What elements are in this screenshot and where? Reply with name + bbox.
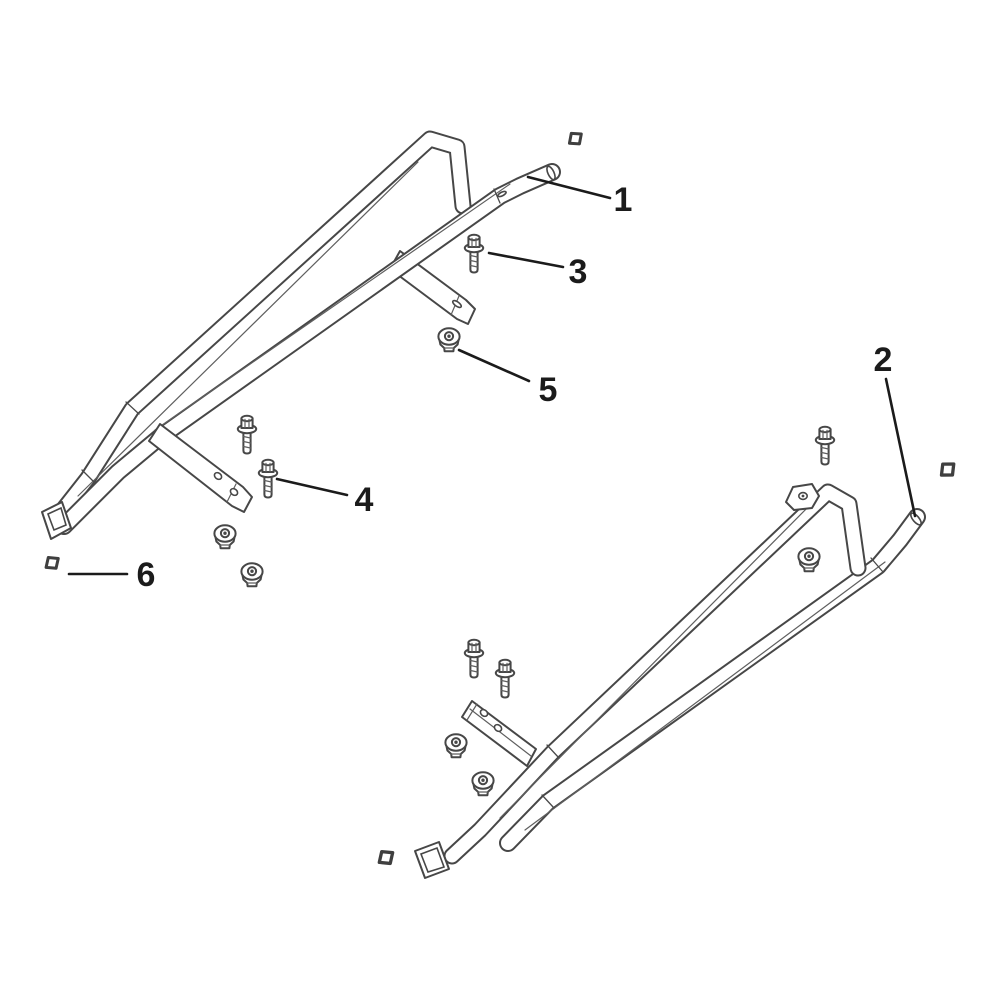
callout-3-label: 3 — [569, 253, 588, 291]
step-rail-assembly-1 — [41, 130, 561, 540]
retainer-clip-right-bottom — [376, 848, 396, 867]
flange-bolt-right-top — [814, 425, 836, 466]
assembly1-joint-marks — [81, 188, 501, 484]
step-rail-assembly-2 — [414, 483, 926, 879]
assembly2-tab-bracket — [785, 483, 820, 511]
callout-2-label: 2 — [874, 341, 893, 379]
callouts: 1 2 3 4 5 6 — [67, 175, 917, 594]
retainer-clip-6 — [43, 555, 61, 571]
callout-3: 3 — [487, 251, 588, 291]
assembly2-mount-bracket — [461, 700, 537, 767]
flange-nut-5 — [437, 327, 461, 353]
flange-bolt-right-a — [463, 638, 485, 679]
callout-2: 2 — [874, 341, 917, 518]
callout-6-label: 6 — [137, 556, 156, 594]
flange-nut-right-top — [797, 547, 821, 573]
flange-nut-right-b — [471, 771, 495, 797]
flange-bolt-right-b — [494, 658, 516, 699]
assembly2-square-end — [414, 841, 450, 879]
assembly1-step-rail-tube — [55, 163, 561, 535]
assembly2-rail-tip-opening — [910, 512, 922, 526]
callout-5-label: 5 — [539, 371, 558, 409]
callout-6: 6 — [67, 556, 156, 594]
assembly2-tube-highlight — [499, 499, 886, 831]
flange-bolt-4 — [257, 458, 279, 499]
callout-4-leader — [275, 477, 349, 497]
callout-4-label: 4 — [355, 481, 374, 519]
callout-1: 1 — [526, 175, 633, 219]
callout-1-leader — [526, 175, 612, 200]
callout-4: 4 — [275, 477, 374, 519]
retainer-clip-top — [566, 130, 585, 147]
assembly2-outer-tube — [443, 483, 867, 865]
flange-nut-left-a — [213, 524, 237, 550]
callout-5: 5 — [457, 348, 558, 409]
flange-nut-right-a — [444, 733, 468, 759]
flange-bolt-3 — [463, 233, 485, 274]
retainer-clip-right-top — [937, 460, 958, 479]
assembly2-joint-marks — [541, 557, 884, 809]
assembly1-tube-highlight — [77, 161, 511, 497]
assembly1-outer-tube — [46, 130, 472, 529]
assembly1-lower-bracket — [148, 423, 253, 513]
flange-nut-left-b — [240, 562, 264, 588]
callout-2-leader — [884, 377, 917, 518]
callout-1-label: 1 — [614, 181, 633, 219]
assembly1-square-end — [41, 501, 72, 540]
callout-3-leader — [487, 251, 565, 269]
assembly1-rail-tip-opening — [546, 165, 556, 181]
callout-5-leader — [457, 348, 531, 383]
flange-bolt-left-a — [236, 414, 258, 455]
assembly1-rail-slot — [497, 190, 507, 198]
